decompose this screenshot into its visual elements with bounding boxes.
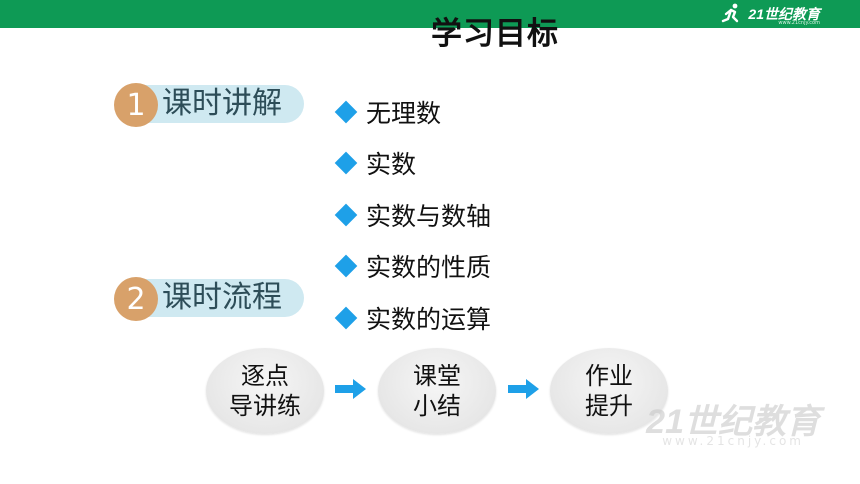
top-bar: 21世纪教育 www.21cnjy.com (0, 0, 860, 28)
list-item: 实数的性质 (334, 241, 491, 293)
flow-step-line: 导讲练 (229, 392, 301, 420)
flow-step-line: 提升 (585, 392, 633, 420)
pill-background (136, 85, 304, 123)
flow-step-line: 作业 (585, 362, 633, 390)
topic-label: 实数与数轴 (366, 201, 492, 231)
list-item: 实数的运算 (334, 292, 491, 344)
diamond-icon (334, 306, 358, 330)
diamond-icon (334, 100, 358, 124)
brand-logo: 21世纪教育 www.21cnjy.com (720, 2, 820, 26)
section-label: 课时讲解 (162, 86, 282, 121)
topic-label: 实数 (366, 150, 417, 180)
arrow-right-icon (335, 379, 366, 399)
section-number-badge: 1 (114, 83, 158, 127)
list-item: 实数 (334, 138, 491, 190)
flow-step-practice[interactable]: 逐点 导讲练 (206, 348, 324, 434)
section-number-badge: 2 (114, 277, 158, 321)
flow-step-line: 逐点 (241, 362, 289, 390)
diamond-icon (334, 151, 358, 175)
brand-url: www.21cnjy.com (778, 20, 820, 26)
watermark-url: www.21cnjy.com (662, 434, 804, 448)
section-label: 课时流程 (162, 280, 282, 315)
flow-step-summary[interactable]: 课堂 小结 (378, 348, 496, 434)
diamond-icon (334, 254, 358, 278)
flow-step-line: 课堂 (413, 362, 461, 390)
arrow-right-icon (508, 379, 539, 399)
flow-step-homework[interactable]: 作业 提升 (550, 348, 668, 434)
list-item: 实数与数轴 (334, 189, 491, 241)
brand-name: 21世纪教育 (748, 6, 820, 22)
section-pill-lecture: 1 课时讲解 (114, 83, 306, 127)
diamond-icon (334, 203, 358, 227)
runner-logo-icon (722, 3, 739, 23)
flow-step-line: 小结 (413, 392, 461, 420)
topic-list: 无理数 实数 实数与数轴 实数的性质 实数的运算 (334, 86, 491, 344)
topic-label: 实数的运算 (366, 304, 492, 334)
section-pill-process: 2 课时流程 (114, 277, 306, 321)
page-title: 学习目标 (431, 16, 559, 52)
list-item: 无理数 (334, 86, 491, 138)
topic-label: 无理数 (366, 98, 442, 128)
watermark: 21世纪教育 (646, 403, 820, 441)
pill-background (136, 279, 304, 317)
topic-label: 实数的性质 (366, 253, 492, 283)
